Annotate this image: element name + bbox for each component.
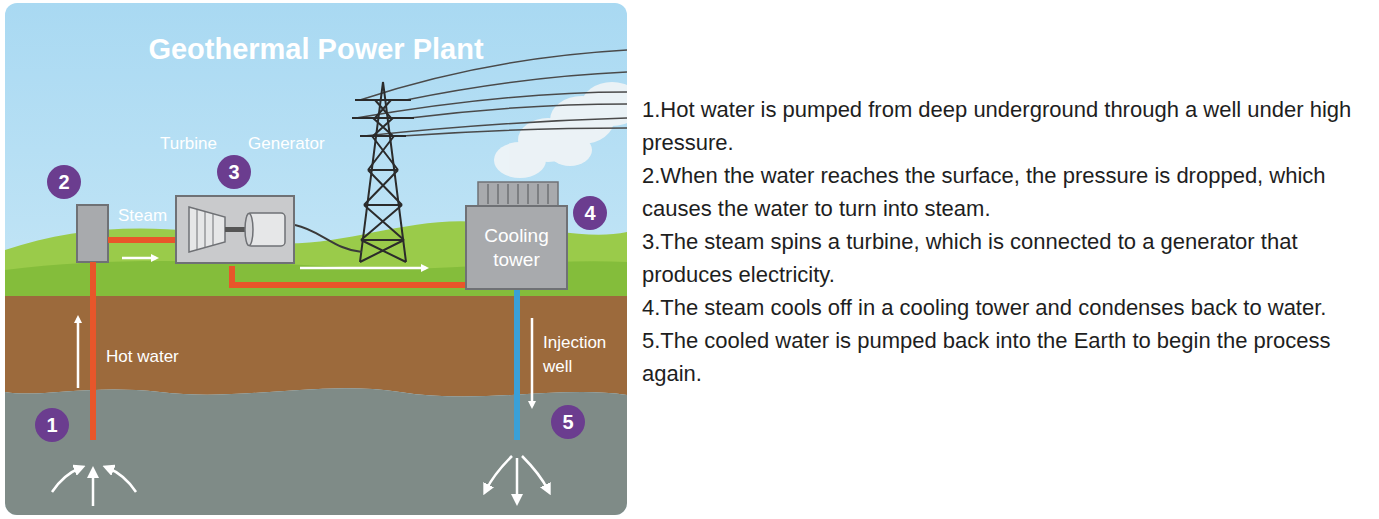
- turbine-generator-symbol: [177, 197, 293, 262]
- turbine-label: Turbine: [160, 134, 217, 154]
- part-label: Steam: [118, 206, 167, 226]
- diagram-title: Geothermal Power Plant: [5, 33, 627, 66]
- callout-number: 4: [573, 196, 607, 230]
- turbine-generator-unit: TurbineGenerator: [158, 132, 320, 266]
- part-label: Injection well: [543, 331, 611, 379]
- callout-number: 1: [35, 408, 69, 442]
- callout-number: 2: [47, 165, 81, 199]
- machine-housing: [175, 195, 295, 264]
- callout-text: 4: [584, 203, 595, 223]
- callout-text: 1: [46, 415, 57, 435]
- callout-text: 5: [562, 412, 573, 432]
- hot-pipe: [232, 266, 465, 285]
- step-text: 5.The cooled water is pumped back into t…: [642, 324, 1377, 390]
- step-text: 3.The steam spins a turbine, which is co…: [642, 225, 1377, 291]
- part-label: Hot water: [106, 347, 179, 367]
- callout-text: 2: [58, 172, 69, 192]
- cooling-tower-label: Cooling tower: [482, 224, 552, 272]
- callout-number: 5: [551, 405, 585, 439]
- cooling-tower: Cooling tower: [465, 205, 568, 290]
- step-text: 4.The steam cools off in a cooling tower…: [642, 291, 1377, 324]
- step-text: 1.Hot water is pumped from deep undergro…: [642, 93, 1377, 159]
- callout-text: 3: [228, 162, 239, 182]
- step-text: 2.When the water reaches the surface, th…: [642, 159, 1377, 225]
- generator-label: Generator: [248, 134, 325, 154]
- steps-list: 1.Hot water is pumped from deep undergro…: [642, 93, 1377, 390]
- callout-number: 3: [217, 155, 251, 189]
